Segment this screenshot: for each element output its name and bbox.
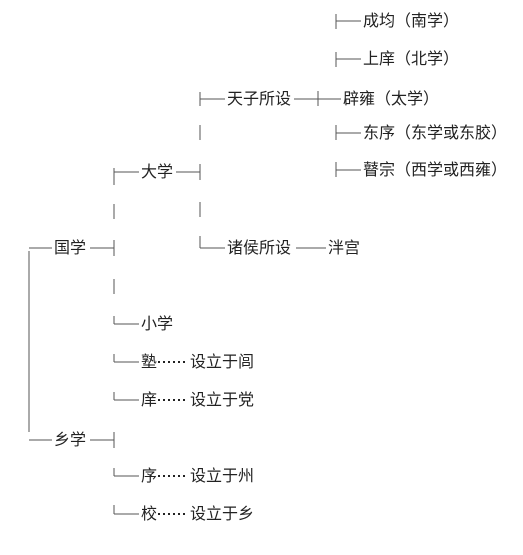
guoxue-connector (90, 240, 115, 256)
node-guzong: 瞽宗（西学或西雍） (363, 160, 508, 179)
tianzi-connector (294, 91, 341, 106)
node-dongxu: 东序（东学或东胶） (363, 123, 508, 142)
node-xiangxue: 乡学 (54, 430, 87, 449)
xiangxue-connector (90, 432, 115, 448)
node-xiao: 校 (141, 504, 158, 523)
node-shangxiang: 上庠（北学） (363, 49, 460, 68)
node-zhuhou: 诸侯所设 (227, 238, 292, 257)
node-xiao-place: 设立于乡 (190, 504, 255, 523)
node-xiang-place: 设立于党 (190, 390, 255, 409)
daxue-branch (199, 92, 225, 249)
node-pangong: 泮宫 (328, 238, 361, 257)
root-bracket (28, 247, 52, 441)
node-xu: 序 (141, 466, 158, 485)
node-shu-place: 设立于闾 (190, 352, 255, 371)
node-xiang: 庠 (141, 390, 158, 409)
node-xu-place: 设立于州 (190, 466, 255, 485)
node-guoxue: 国学 (54, 238, 87, 257)
node-biyong: 辟雍（太学） (343, 89, 440, 108)
daxue-connector (176, 164, 201, 180)
xiaoxue-branch (113, 354, 139, 401)
tianzi-branch (335, 14, 361, 177)
xiangxue-branch (113, 468, 139, 515)
guoxue-branch (113, 168, 139, 325)
node-tianzi: 天子所设 (227, 89, 292, 108)
node-xiaoxue: 小学 (141, 314, 174, 333)
node-daxue: 大学 (141, 162, 174, 181)
node-chengjun: 成均（南学） (363, 11, 460, 30)
dotted-leaders (158, 361, 185, 515)
node-shu: 塾 (141, 352, 158, 371)
